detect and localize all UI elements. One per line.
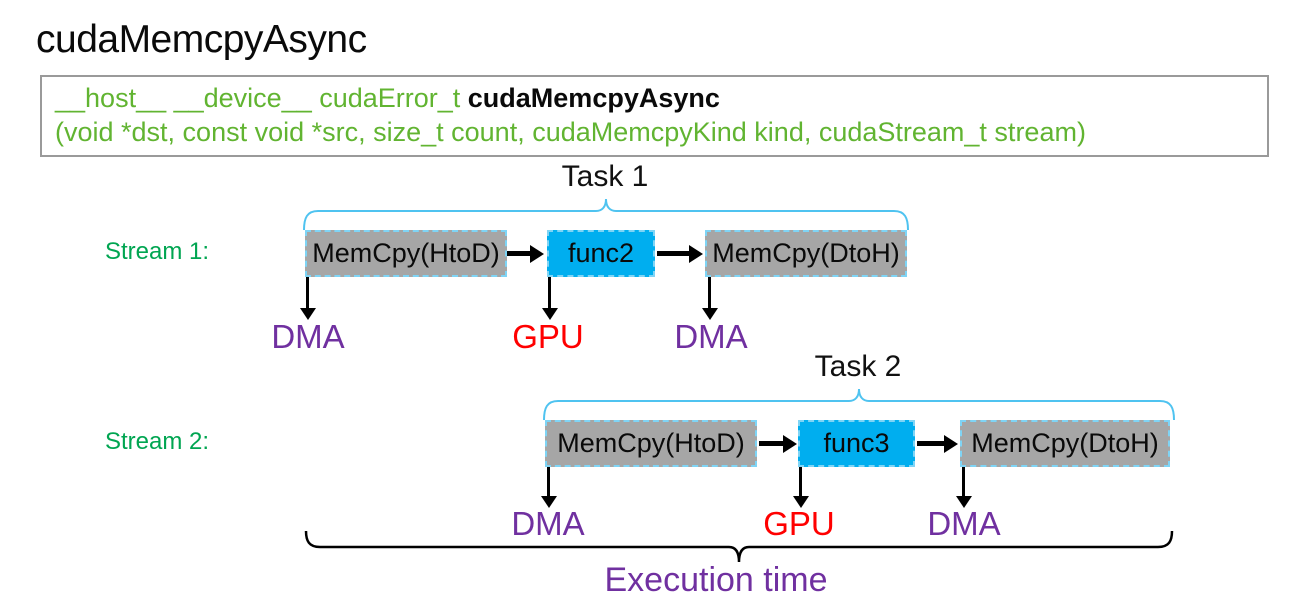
arrow-down-icon	[548, 277, 551, 308]
code-signature-line1: __host__ __device__ cudaError_t cudaMemc…	[55, 81, 1267, 115]
code-qualifiers: __host__ __device__ cudaError_t	[55, 83, 468, 113]
execution-time-brace	[304, 530, 1174, 563]
stream2-memcpy-dtoh-box: MemCpy(DtoH)	[960, 420, 1170, 467]
stream2-func3-box: func3	[798, 420, 915, 467]
arrow-right-icon	[917, 441, 944, 446]
execution-time-label: Execution time	[604, 561, 828, 599]
stream2-memcpy-htod-label: MemCpy(HtoD)	[557, 428, 745, 458]
arrow-right-icon	[759, 441, 783, 446]
stream2-gpu-label: GPU	[763, 505, 835, 542]
arrow-down-icon	[799, 467, 802, 496]
stream1-memcpy-htod-box: MemCpy(HtoD)	[305, 230, 507, 277]
stream1-dma-label-1: DMA	[271, 318, 345, 355]
stream2-dma-label-1: DMA	[511, 505, 585, 542]
page-title: cudaMemcpyAsync	[36, 18, 367, 61]
stream1-func2-box: func2	[547, 230, 655, 277]
arrow-down-icon	[547, 467, 550, 496]
stream1-memcpy-dtoh-label: MemCpy(DtoH)	[712, 238, 900, 268]
arrow-down-icon	[962, 467, 965, 496]
arrow-right-icon	[507, 251, 530, 256]
task-2-brace	[543, 388, 1175, 421]
code-function-name: cudaMemcpyAsync	[467, 83, 720, 113]
code-signature-box: __host__ __device__ cudaError_t cudaMemc…	[40, 75, 1269, 157]
stream-2-label: Stream 2:	[105, 428, 210, 455]
stream1-memcpy-htod-label: MemCpy(HtoD)	[312, 238, 500, 268]
stream2-dma-label-2: DMA	[927, 505, 1001, 542]
stream1-gpu-label: GPU	[512, 318, 584, 355]
code-params: (void *dst, const void *src, size_t coun…	[55, 117, 1086, 147]
stream1-memcpy-dtoh-box: MemCpy(DtoH)	[705, 230, 907, 277]
stream2-func3-label: func3	[823, 428, 890, 458]
arrow-right-icon	[657, 251, 689, 256]
stream1-dma-label-2: DMA	[674, 318, 748, 355]
task-2-label: Task 2	[814, 350, 902, 383]
stream-1-label: Stream 1:	[105, 238, 210, 265]
arrow-down-icon	[708, 277, 711, 308]
task-1-brace	[303, 198, 909, 231]
stream2-memcpy-htod-box: MemCpy(HtoD)	[545, 420, 757, 467]
task-1-label: Task 1	[561, 160, 649, 193]
stream2-memcpy-dtoh-label: MemCpy(DtoH)	[971, 428, 1159, 458]
arrow-down-icon	[306, 277, 309, 308]
stream1-func2-label: func2	[567, 238, 635, 268]
